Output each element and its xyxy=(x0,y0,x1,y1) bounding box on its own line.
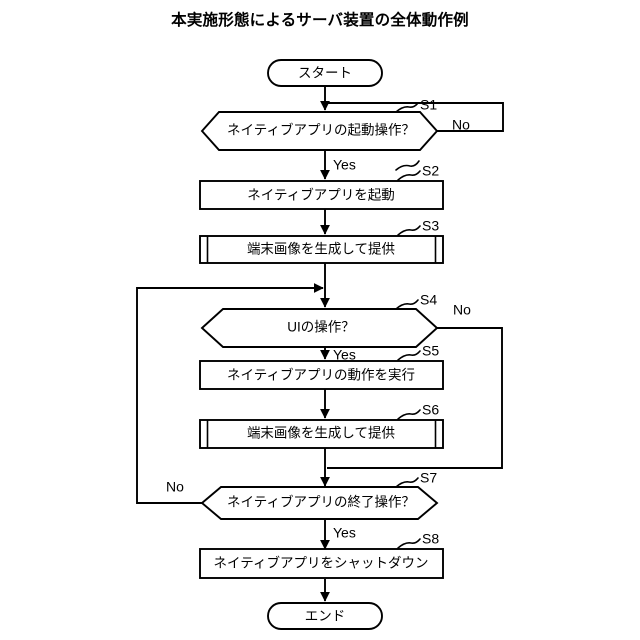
branch-label-s4-yes: Yes xyxy=(333,347,356,363)
page-title: 本実施形態によるサーバ装置の全体動作例 xyxy=(171,12,469,29)
node-s5[interactable] xyxy=(199,360,444,390)
branch-label-s1-yes: Yes xyxy=(333,157,356,173)
step-leader-s1b xyxy=(395,102,419,113)
step-label-s3: S3 xyxy=(422,218,439,234)
node-s7-label: ネイティブアプリの終了操作？ xyxy=(227,494,415,510)
edge-s7-no-loop xyxy=(136,283,324,504)
step-leader-s4 xyxy=(395,299,419,310)
node-s8-label: ネイティブアプリをシャットダウン xyxy=(214,555,429,571)
branch-label-s4-no: No xyxy=(453,302,471,318)
step-label-s4: S4 xyxy=(420,292,437,308)
step-leader-s6 xyxy=(397,409,421,420)
edge-s4-no-loop xyxy=(327,327,503,469)
node-s4[interactable] xyxy=(200,308,439,348)
node-s8[interactable] xyxy=(199,548,444,579)
step-label-s6: S6 xyxy=(422,402,439,418)
step-label-s8: S8 xyxy=(422,531,439,547)
step-leader-s7 xyxy=(395,477,419,488)
node-start[interactable] xyxy=(267,59,383,87)
node-s3-label: 端末画像を生成して提供 xyxy=(247,242,395,257)
node-s6-label: 端末画像を生成して提供 xyxy=(247,426,395,441)
node-s5-label: ネイティブアプリの動作を実行 xyxy=(227,367,415,383)
step-label-s2: S2 xyxy=(422,163,439,179)
node-s6[interactable] xyxy=(199,419,444,449)
node-s1-label: ネイティブアプリの起動操作？ xyxy=(227,122,415,138)
step-leader-s1 xyxy=(395,160,420,171)
node-s2[interactable] xyxy=(199,180,444,210)
edge-s1-no-loop xyxy=(327,102,504,132)
node-s1[interactable] xyxy=(200,111,439,151)
node-end-label: エンド xyxy=(305,609,346,624)
node-s4-label: UIの操作？ xyxy=(287,320,355,335)
branch-label-s7-yes: Yes xyxy=(333,525,356,541)
step-leader-s5 xyxy=(397,350,421,361)
step-leader-s2 xyxy=(397,170,421,181)
step-label-s5: S5 xyxy=(422,343,439,359)
node-s3[interactable] xyxy=(199,235,444,264)
step-leader-s3 xyxy=(397,225,421,236)
step-leader-s8 xyxy=(397,538,421,549)
step-label-s1: S1 xyxy=(420,97,437,113)
step-label-s7: S7 xyxy=(420,470,437,486)
node-end[interactable] xyxy=(267,602,383,630)
node-start-label: スタート xyxy=(298,66,352,81)
node-s7[interactable] xyxy=(200,486,439,520)
node-s2-label: ネイティブアプリを起動 xyxy=(247,187,394,203)
branch-label-s1-no: No xyxy=(452,117,470,133)
branch-label-s7-no: No xyxy=(166,479,184,495)
